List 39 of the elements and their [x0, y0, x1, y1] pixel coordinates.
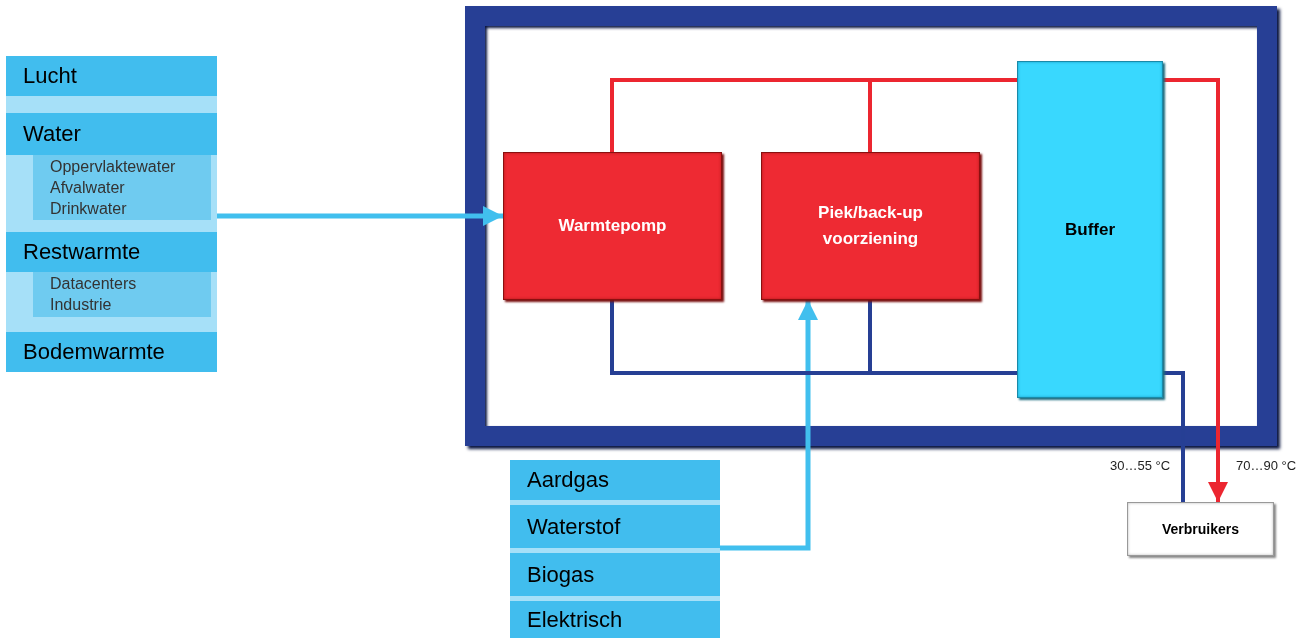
source-panel [510, 460, 720, 638]
source-label: Water [23, 121, 81, 147]
unit-box [761, 152, 980, 300]
arrow [217, 206, 503, 226]
source-label: Restwarmte [23, 239, 141, 265]
arrow [1163, 78, 1228, 502]
subsource-panel [33, 155, 211, 220]
source-label: Bodemwarmte [23, 339, 165, 365]
source-bar [510, 553, 720, 596]
source-bar [510, 505, 720, 548]
pipe-line [1163, 371, 1185, 502]
unit-label: Buffer [1064, 218, 1116, 241]
source-bar [6, 232, 217, 272]
unit-box [503, 152, 722, 300]
source-bar [6, 332, 217, 372]
arrow [720, 300, 818, 551]
subsource-list: Datacenters Industrie [50, 273, 185, 315]
source-panel [6, 56, 217, 372]
pipe-line [868, 300, 1017, 375]
subsource-list: Oppervlaktewater Afvalwater Drinkwater [50, 156, 185, 219]
consumer-box [1127, 502, 1274, 556]
source-bar [6, 56, 217, 96]
source-label: Lucht [23, 63, 77, 89]
system-frame [465, 6, 1277, 446]
source-bar [510, 601, 720, 638]
source-bar [510, 460, 720, 500]
unit-label: Piek/back-up voorziening [817, 202, 924, 250]
source-label: Waterstof [527, 513, 621, 540]
unit-label: Verbruikers [1161, 520, 1240, 539]
temperature-label: 30…55 °C [1108, 458, 1173, 473]
unit-label: Warmtepomp [558, 215, 667, 237]
buffer-tank [1017, 61, 1163, 398]
source-label: Biogas [527, 561, 595, 588]
source-label: Aardgas [527, 467, 609, 493]
subsource-panel [33, 272, 211, 317]
temperature-label: 70…90 °C [1234, 458, 1299, 473]
source-label: Elektrisch [527, 606, 623, 633]
pipe-line [868, 78, 1017, 152]
source-bar [6, 113, 217, 155]
